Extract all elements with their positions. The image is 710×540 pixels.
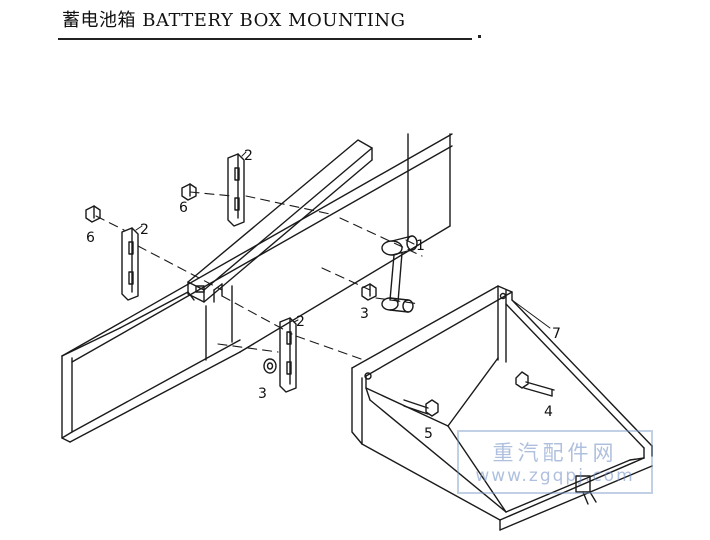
label-bracket-top: 2: [244, 148, 253, 164]
leader-lines: [135, 151, 551, 329]
label-hanger: 1: [416, 238, 425, 254]
bolt-left: [85, 205, 101, 223]
nut-hanger: [361, 283, 377, 301]
bolt-top: [181, 183, 197, 201]
label-battery-box: 7: [552, 326, 561, 342]
bolt-box-right: [515, 371, 555, 397]
label-bracket-left: 2: [140, 222, 149, 238]
label-bolt-left: 6: [86, 230, 95, 246]
label-bolt-box-left: 5: [424, 426, 433, 442]
battery-box: [351, 285, 653, 531]
label-bracket-low: 2: [296, 314, 305, 330]
title-underline: [58, 38, 472, 40]
watermark-text: 重汽配件网: [492, 441, 618, 465]
label-bolt-top: 6: [179, 200, 188, 216]
label-nut-low: 3: [258, 386, 267, 402]
bracket-left: [121, 227, 139, 301]
label-nut-hanger: 3: [360, 306, 369, 322]
hanger: [381, 235, 418, 313]
nut-low: [263, 358, 277, 374]
bracket-low: [279, 317, 297, 393]
bracket-top: [227, 153, 245, 227]
label-bolt-box-right: 4: [544, 404, 553, 420]
frame-rail: [61, 133, 453, 443]
title-dot: [478, 35, 481, 38]
watermark: 重汽配件网 www.zgqpj.com: [457, 430, 653, 494]
bolt-box-left: [403, 399, 439, 417]
assembly-lines: [95, 191, 423, 361]
page-title: 蓄电池箱 BATTERY BOX MOUNTING: [62, 10, 406, 31]
cross-member: [187, 139, 373, 303]
watermark-url: www.zgqpj.com: [475, 466, 635, 486]
